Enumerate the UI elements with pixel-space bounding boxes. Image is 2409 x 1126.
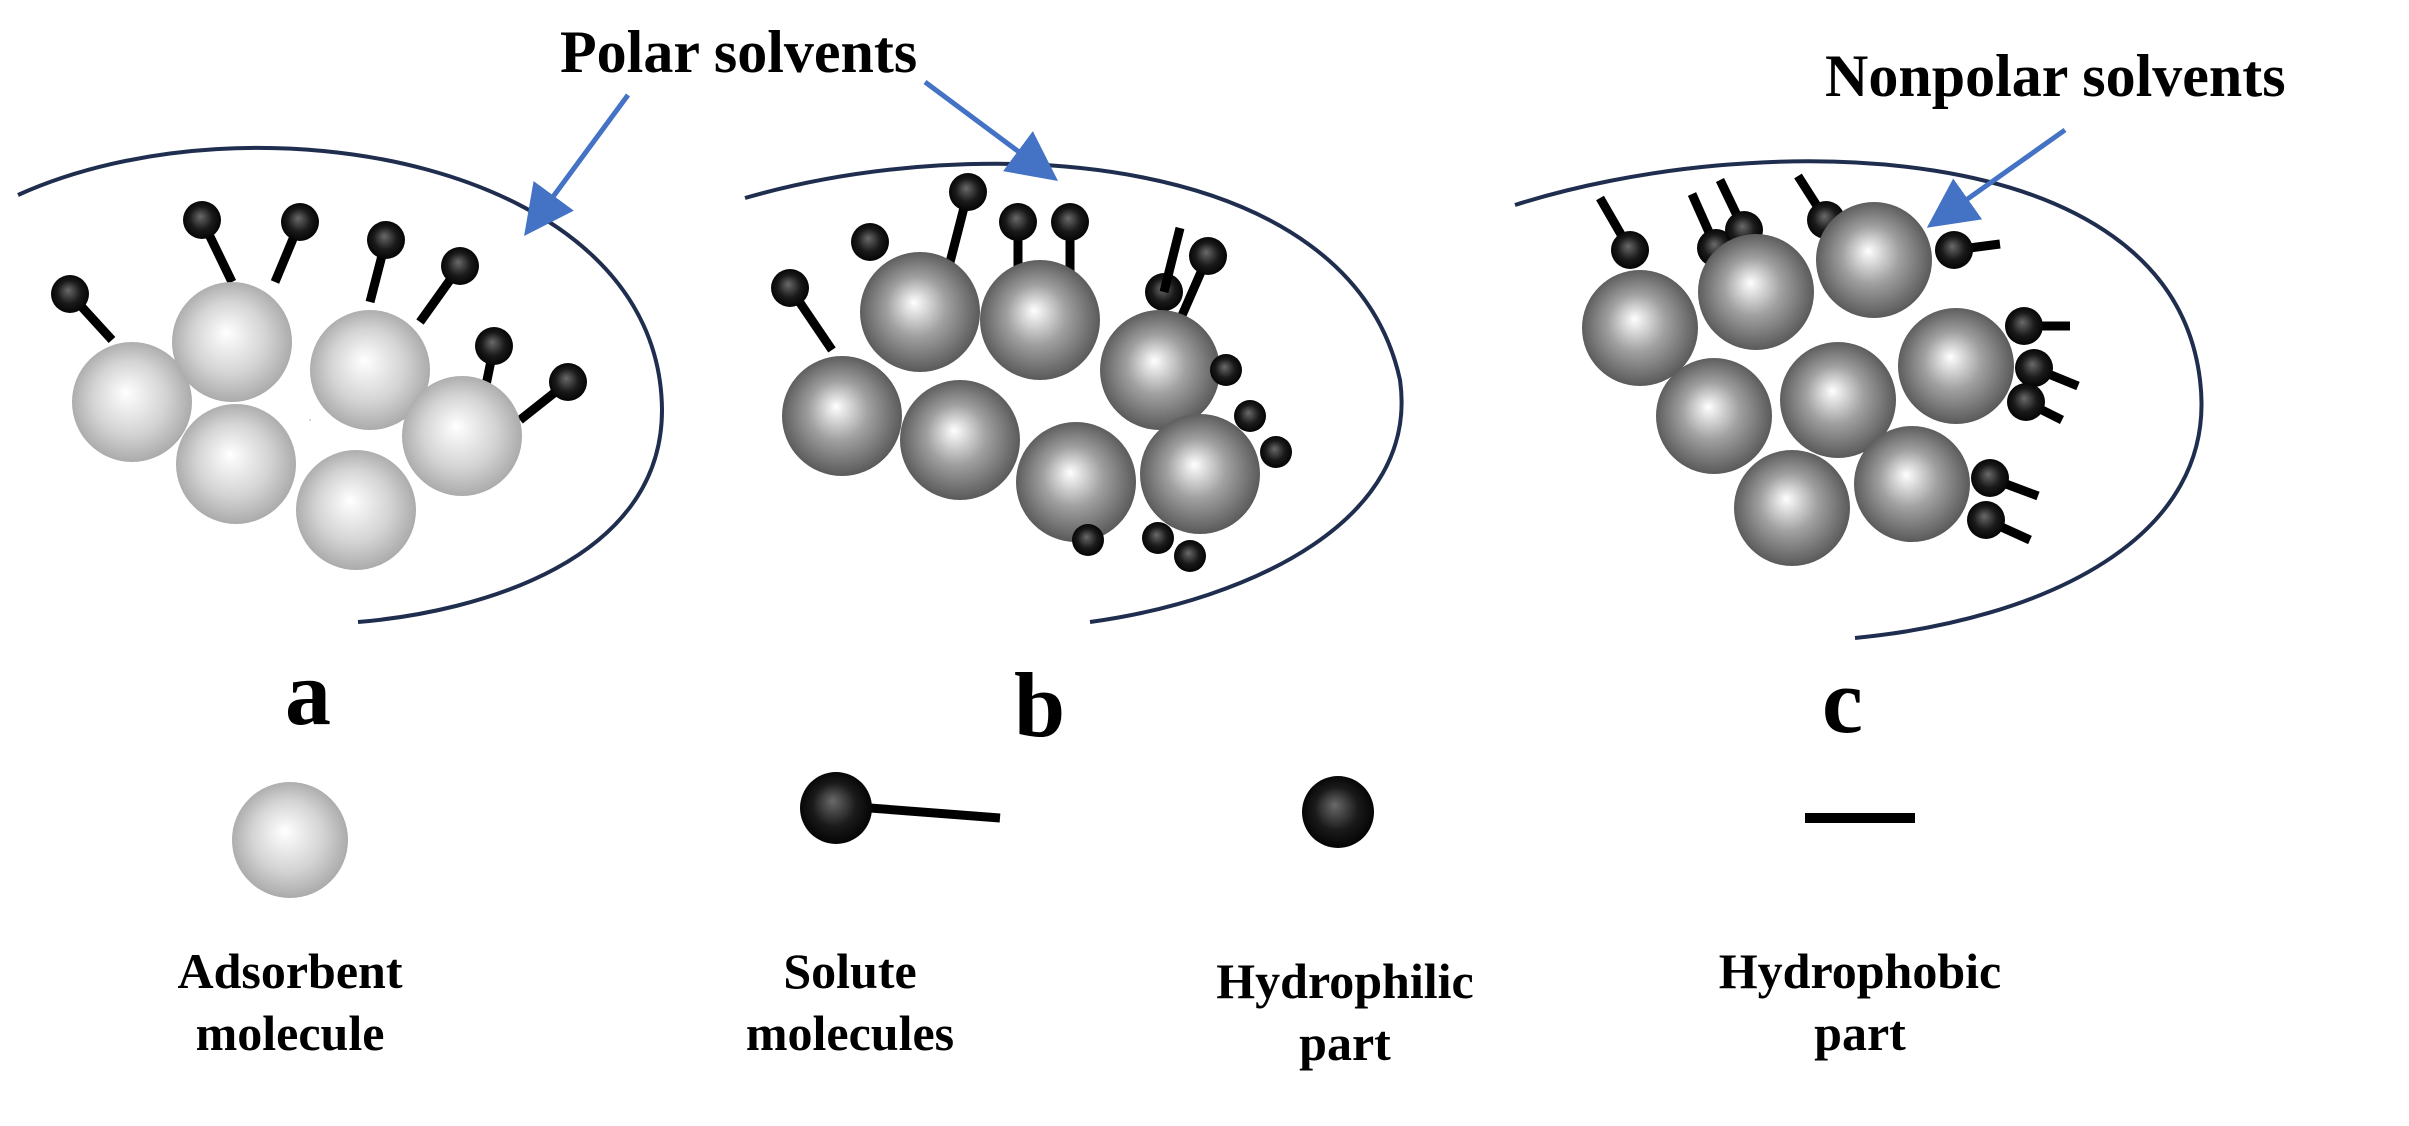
solute-molecule	[517, 363, 587, 424]
solute-molecule	[365, 221, 405, 304]
solvent-boundary-c	[1514, 159, 2204, 640]
adsorbent-molecule	[176, 404, 296, 524]
nonpolar-solvents-arrow-c	[1926, 127, 2067, 228]
polar-solvents-arrow-b	[923, 79, 1059, 181]
solute-molecule	[1596, 195, 1649, 269]
solute-molecule	[771, 269, 836, 353]
adsorbent-molecule-icon	[232, 782, 348, 898]
adsorbent-molecule	[1734, 450, 1850, 566]
polar-solvents-label: Polar solvents	[560, 19, 918, 85]
solute-molecule	[270, 203, 319, 284]
solute-molecule	[2005, 307, 2070, 345]
hydrophilic-part-icon	[1302, 776, 1374, 848]
adsorbent-molecule	[72, 342, 192, 462]
panel-letter-a: a	[285, 642, 331, 744]
panel-c	[1514, 127, 2204, 640]
adsorbent-molecule	[1898, 308, 2014, 424]
solute-molecule	[1175, 237, 1227, 322]
solute-molecule	[183, 201, 237, 284]
adsorbent-molecules-a	[72, 282, 522, 570]
adsorbent-molecule	[1816, 202, 1932, 318]
panel-b	[744, 79, 1404, 624]
adsorbent-molecule	[1854, 426, 1970, 542]
legend-icons	[232, 772, 1915, 898]
solute-molecule-icon	[800, 772, 1001, 844]
adsorbent-molecule	[296, 450, 416, 570]
hydrophilic-part	[1174, 540, 1206, 572]
nonpolar-solvents-label: Nonpolar solvents	[1825, 43, 2286, 109]
solute-molecule	[2007, 383, 2065, 425]
panel-letter-c: c	[1822, 650, 1863, 752]
panel-a	[17, 93, 665, 624]
solute-molecule	[943, 173, 987, 272]
solute-molecule	[416, 247, 479, 325]
adsorbent-molecule	[1140, 414, 1260, 534]
adsorbent-molecule	[1100, 310, 1220, 430]
solute-molecules-b	[771, 173, 1227, 353]
hydrophilic-part	[851, 223, 889, 261]
adsorbent-molecule	[1016, 422, 1136, 542]
adsorbent-molecule	[1780, 342, 1896, 458]
solute-molecule	[2015, 349, 2080, 391]
solute-molecule	[1967, 501, 2032, 545]
solvent-boundary-a	[17, 145, 665, 624]
adsorbent-molecule	[900, 380, 1020, 500]
adsorbent-molecule	[172, 282, 292, 402]
hydrophilic-part	[1234, 400, 1266, 432]
hydrophilic-part	[1260, 436, 1292, 468]
solute-molecule	[51, 275, 116, 344]
adsorbent-molecule	[980, 260, 1100, 380]
hydrophobic-part	[1159, 226, 1185, 294]
adsorbent-molecule	[310, 310, 430, 430]
adsorbent-molecules-c	[1582, 202, 2014, 566]
adsorbent-molecule	[1582, 270, 1698, 386]
adsorbent-molecule	[402, 376, 522, 496]
polar-solvents-arrow-a	[524, 93, 631, 237]
hydrophilic-heads-b	[851, 223, 1292, 572]
solvent-boundary-b	[744, 161, 1404, 624]
solute-molecule	[1935, 231, 2001, 269]
panel-letter-b: b	[1014, 654, 1066, 756]
hydrophilic-part	[1210, 354, 1242, 386]
solute-molecule	[1971, 459, 2040, 501]
solute-molecules-a	[51, 201, 587, 424]
adsorbent-molecule	[782, 356, 902, 476]
hydrophilic-part	[1072, 524, 1104, 556]
adsorbent-molecule	[1656, 358, 1772, 474]
adsorbent-molecule	[1698, 234, 1814, 350]
adsorbent-molecule	[309, 419, 311, 421]
adsorbent-molecules-b	[782, 252, 1260, 542]
adsorbent-molecule	[860, 252, 980, 372]
hydrophilic-part	[1142, 522, 1174, 554]
